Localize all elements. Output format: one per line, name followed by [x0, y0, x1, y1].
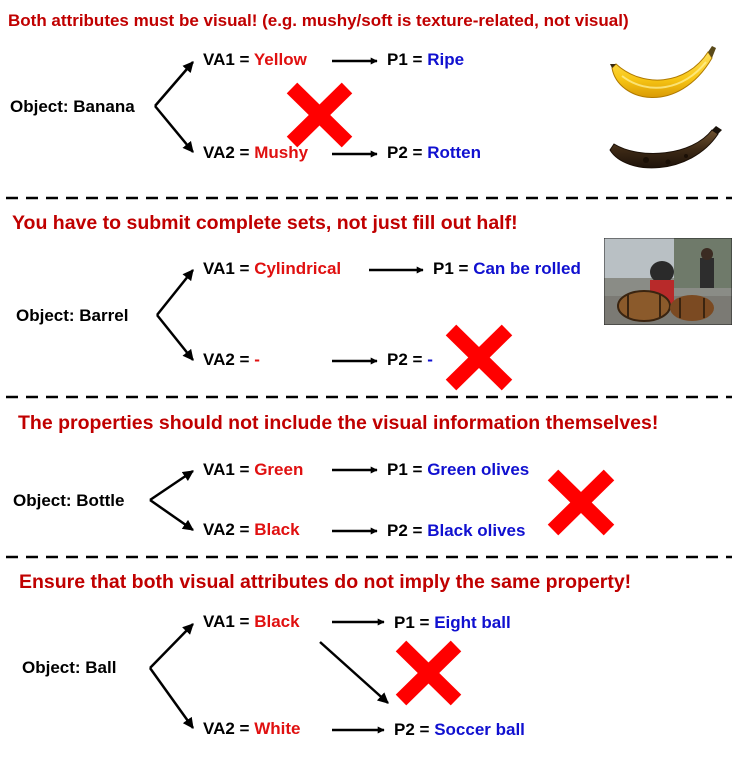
barrel-rolling-photo	[604, 238, 732, 325]
p2-value: Rotten	[427, 143, 482, 162]
va1-label: VA1 =	[203, 259, 250, 278]
error-cross-icon	[445, 324, 513, 391]
p2-value: -	[427, 350, 433, 369]
section-4-va1: VA1 = Black	[203, 613, 300, 630]
p2-value: Black olives	[427, 521, 526, 540]
ripe-banana-photo	[610, 46, 716, 98]
va1-value: Black	[254, 612, 300, 631]
section-1-arrows	[154, 57, 378, 158]
va1-label: VA1 =	[203, 612, 250, 631]
section-4-arrows	[148, 618, 389, 734]
section-2-object: Object: Barrel	[16, 306, 129, 325]
va2-value: White	[254, 719, 301, 738]
rotten-banana-photo	[609, 126, 722, 169]
error-cross-icon	[395, 640, 462, 706]
p1-label: P1 =	[387, 50, 423, 69]
va1-label: VA1 =	[203, 460, 250, 479]
section-1-va2: VA2 = Mushy	[203, 144, 308, 161]
section-4-p2: P2 = Soccer ball	[394, 721, 525, 738]
p2-label: P2 =	[387, 350, 423, 369]
section-2-p2: P2 = -	[387, 351, 433, 368]
va1-value: Green	[254, 460, 304, 479]
section-4-title: Ensure that both visual attributes do no…	[19, 571, 632, 593]
p1-value: Green olives	[427, 460, 530, 479]
p2-label: P2 =	[387, 521, 423, 540]
va2-label: VA2 =	[203, 520, 250, 539]
p2-value: Soccer ball	[434, 720, 525, 739]
error-cross-icon	[286, 82, 353, 148]
p2-label: P2 =	[387, 143, 423, 162]
p1-label: P1 =	[394, 613, 430, 632]
section-3-va1: VA1 = Green	[203, 461, 303, 478]
section-3-arrows	[149, 466, 378, 535]
section-1-p2: P2 = Rotten	[387, 144, 481, 161]
va1-value: Cylindrical	[254, 259, 342, 278]
va2-value: -	[254, 350, 260, 369]
section-2-va2: VA2 = -	[203, 351, 260, 368]
section-3-p2: P2 = Black olives	[387, 522, 525, 539]
section-3-p1: P1 = Green olives	[387, 461, 529, 478]
section-1-va1: VA1 = Yellow	[203, 51, 307, 68]
p1-label: P1 =	[387, 460, 423, 479]
section-4-p1: P1 = Eight ball	[394, 614, 511, 631]
va2-value: Mushy	[254, 143, 309, 162]
section-1-title: Both attributes must be visual! (e.g. mu…	[8, 11, 629, 30]
section-1-object: Object: Banana	[10, 97, 135, 116]
section-3-va2: VA2 = Black	[203, 521, 300, 538]
section-3-object: Object: Bottle	[13, 491, 125, 510]
section-4-object: Object: Ball	[22, 658, 117, 677]
va2-label: VA2 =	[203, 350, 250, 369]
section-1-p1: P1 = Ripe	[387, 51, 464, 68]
p1-value: Eight ball	[434, 613, 511, 632]
section-2-p1: P1 = Can be rolled	[433, 260, 581, 277]
va1-value: Yellow	[253, 50, 307, 69]
va2-label: VA2 =	[203, 143, 250, 162]
va2-value: Black	[254, 520, 300, 539]
p1-value: Ripe	[427, 50, 465, 69]
va2-label: VA2 =	[203, 719, 250, 738]
section-2-va1: VA1 = Cylindrical	[203, 260, 341, 277]
va1-label: VA1 =	[203, 50, 250, 69]
p2-label: P2 =	[394, 720, 430, 739]
p1-label: P1 =	[433, 259, 469, 278]
p1-value: Can be rolled	[473, 259, 581, 278]
section-4-va2: VA2 = White	[203, 720, 300, 737]
section-2-arrows	[156, 266, 424, 365]
section-3-title: The properties should not include the vi…	[18, 412, 659, 434]
error-cross-icon	[547, 469, 615, 536]
section-2-title: You have to submit complete sets, not ju…	[12, 212, 518, 234]
